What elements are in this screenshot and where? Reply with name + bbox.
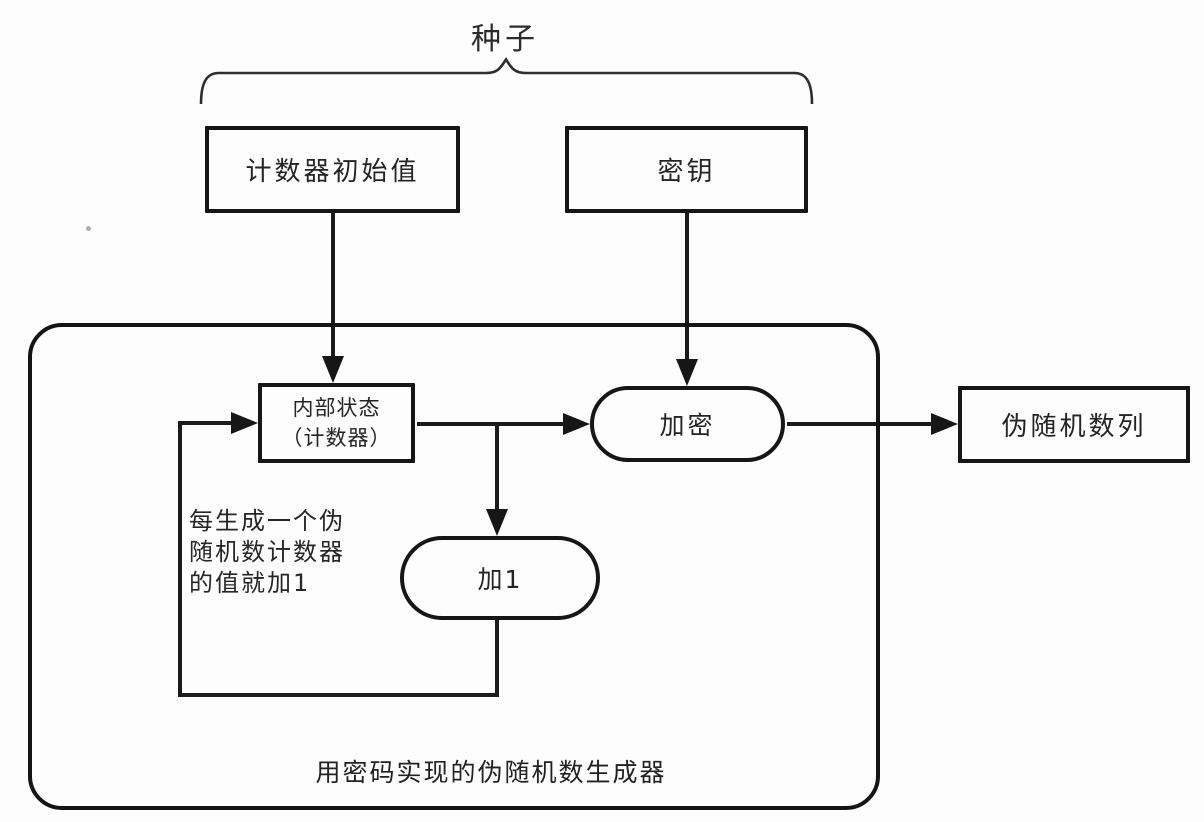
node-pseudorandom-sequence: 伪随机数列 (958, 386, 1190, 463)
arrowhead-into-output-left (931, 413, 958, 435)
arrowhead-into-encrypt-top (676, 359, 698, 386)
scan-artifact-dot (86, 226, 91, 231)
node-counter-initial-value: 计数器初始值 (205, 126, 460, 213)
node-counter-initial-value-label: 计数器初始值 (245, 157, 420, 187)
node-key-label: 密钥 (657, 157, 716, 187)
node-internal-state: 内部状态 （计数器） (258, 383, 415, 463)
edge-add1-loop (178, 421, 499, 697)
seed-brace-icon (199, 57, 814, 105)
generator-container-label: 用密码实现的伪随机数生成器 (315, 758, 667, 787)
node-add1: 加1 (400, 536, 600, 620)
arrowhead-into-internalstate-top (322, 356, 344, 383)
loop-annotation-line3: 的值就加1 (189, 569, 311, 597)
seed-label: 种子 (471, 22, 539, 57)
arrowhead-into-internalstate-left (231, 412, 258, 434)
loop-annotation-line1: 每生成一个伪 (189, 507, 345, 535)
node-encrypt: 加密 (590, 386, 785, 462)
loop-annotation-line2: 随机数计数器 (189, 538, 345, 566)
node-pseudorandom-sequence-label: 伪随机数列 (1001, 412, 1147, 442)
arrowhead-into-add1-top (486, 509, 508, 536)
loop-annotation: 每生成一个伪 随机数计数器 的值就加1 (189, 506, 345, 599)
node-key: 密钥 (565, 126, 808, 213)
node-internal-state-line2: （计数器） (281, 426, 392, 450)
generator-container-frame (28, 323, 880, 810)
node-internal-state-line1: 内部状态 (292, 395, 381, 420)
node-encrypt-label: 加密 (659, 411, 716, 440)
arrowhead-into-encrypt-left (563, 413, 590, 435)
node-add1-label: 加1 (477, 565, 523, 594)
